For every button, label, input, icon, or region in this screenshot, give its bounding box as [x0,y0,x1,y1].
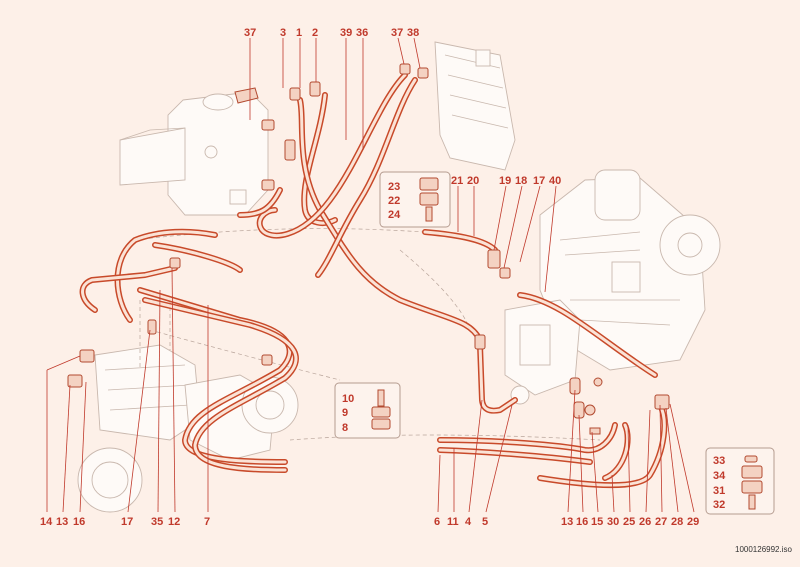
label-20: 20 [467,175,479,187]
label-39: 39 [340,27,352,39]
label-19: 19 [499,175,511,187]
label-30: 30 [607,516,619,528]
label-13-right: 13 [561,516,573,528]
label-29: 29 [687,516,699,528]
label-13-left: 13 [56,516,68,528]
label-17-mid: 17 [533,175,545,187]
label-9: 9 [342,407,348,419]
label-33: 33 [713,455,725,467]
label-3: 3 [280,27,286,39]
oil-cooler [434,41,516,171]
label-15: 15 [591,516,603,528]
label-16-right: 16 [576,516,588,528]
inset-center: 10 9 8 [334,382,401,439]
callouts-bottom-left: 14 13 16 17 35 12 7 [40,516,210,528]
label-16-left: 16 [73,516,85,528]
label-22: 22 [388,195,400,207]
label-23: 23 [388,181,400,193]
label-21: 21 [451,175,463,187]
label-11: 11 [447,516,459,528]
label-17-left: 17 [121,516,133,528]
label-37-right: 37 [391,27,403,39]
label-10: 10 [342,393,354,405]
label-18: 18 [515,175,527,187]
label-28: 28 [671,516,683,528]
label-36: 36 [356,27,368,39]
drawing-reference-code: 1000126992.iso [735,545,792,554]
label-24: 24 [388,209,401,221]
leader-lines [46,37,695,513]
label-40: 40 [549,175,561,187]
label-4: 4 [465,516,472,528]
label-25: 25 [623,516,635,528]
fittings [67,63,670,435]
pump-assembly [504,299,581,405]
label-27: 27 [655,516,667,528]
label-37-top: 37 [244,27,256,39]
callouts-bottom-mid: 6 11 4 5 [434,516,488,528]
label-8: 8 [342,422,348,434]
hydraulic-tank [119,87,269,216]
callouts-top: 37 3 1 2 39 36 37 38 [244,27,419,39]
label-31: 31 [713,485,725,497]
label-1: 1 [296,27,302,39]
label-14: 14 [40,516,53,528]
label-12: 12 [168,516,180,528]
inset-upper: 23 22 24 [379,171,451,228]
label-5: 5 [482,516,488,528]
label-26: 26 [639,516,651,528]
label-6: 6 [434,516,440,528]
label-2: 2 [312,27,318,39]
hose-set [79,72,668,489]
callouts-bottom-right: 13 16 15 30 25 26 27 28 29 [561,516,699,528]
label-38: 38 [407,27,419,39]
callouts-mid: 21 20 19 18 17 40 [451,175,561,187]
inset-right: 33 34 31 32 [705,447,775,515]
label-7: 7 [204,516,210,528]
label-32: 32 [713,499,725,511]
label-35: 35 [151,516,163,528]
label-34: 34 [713,470,726,482]
